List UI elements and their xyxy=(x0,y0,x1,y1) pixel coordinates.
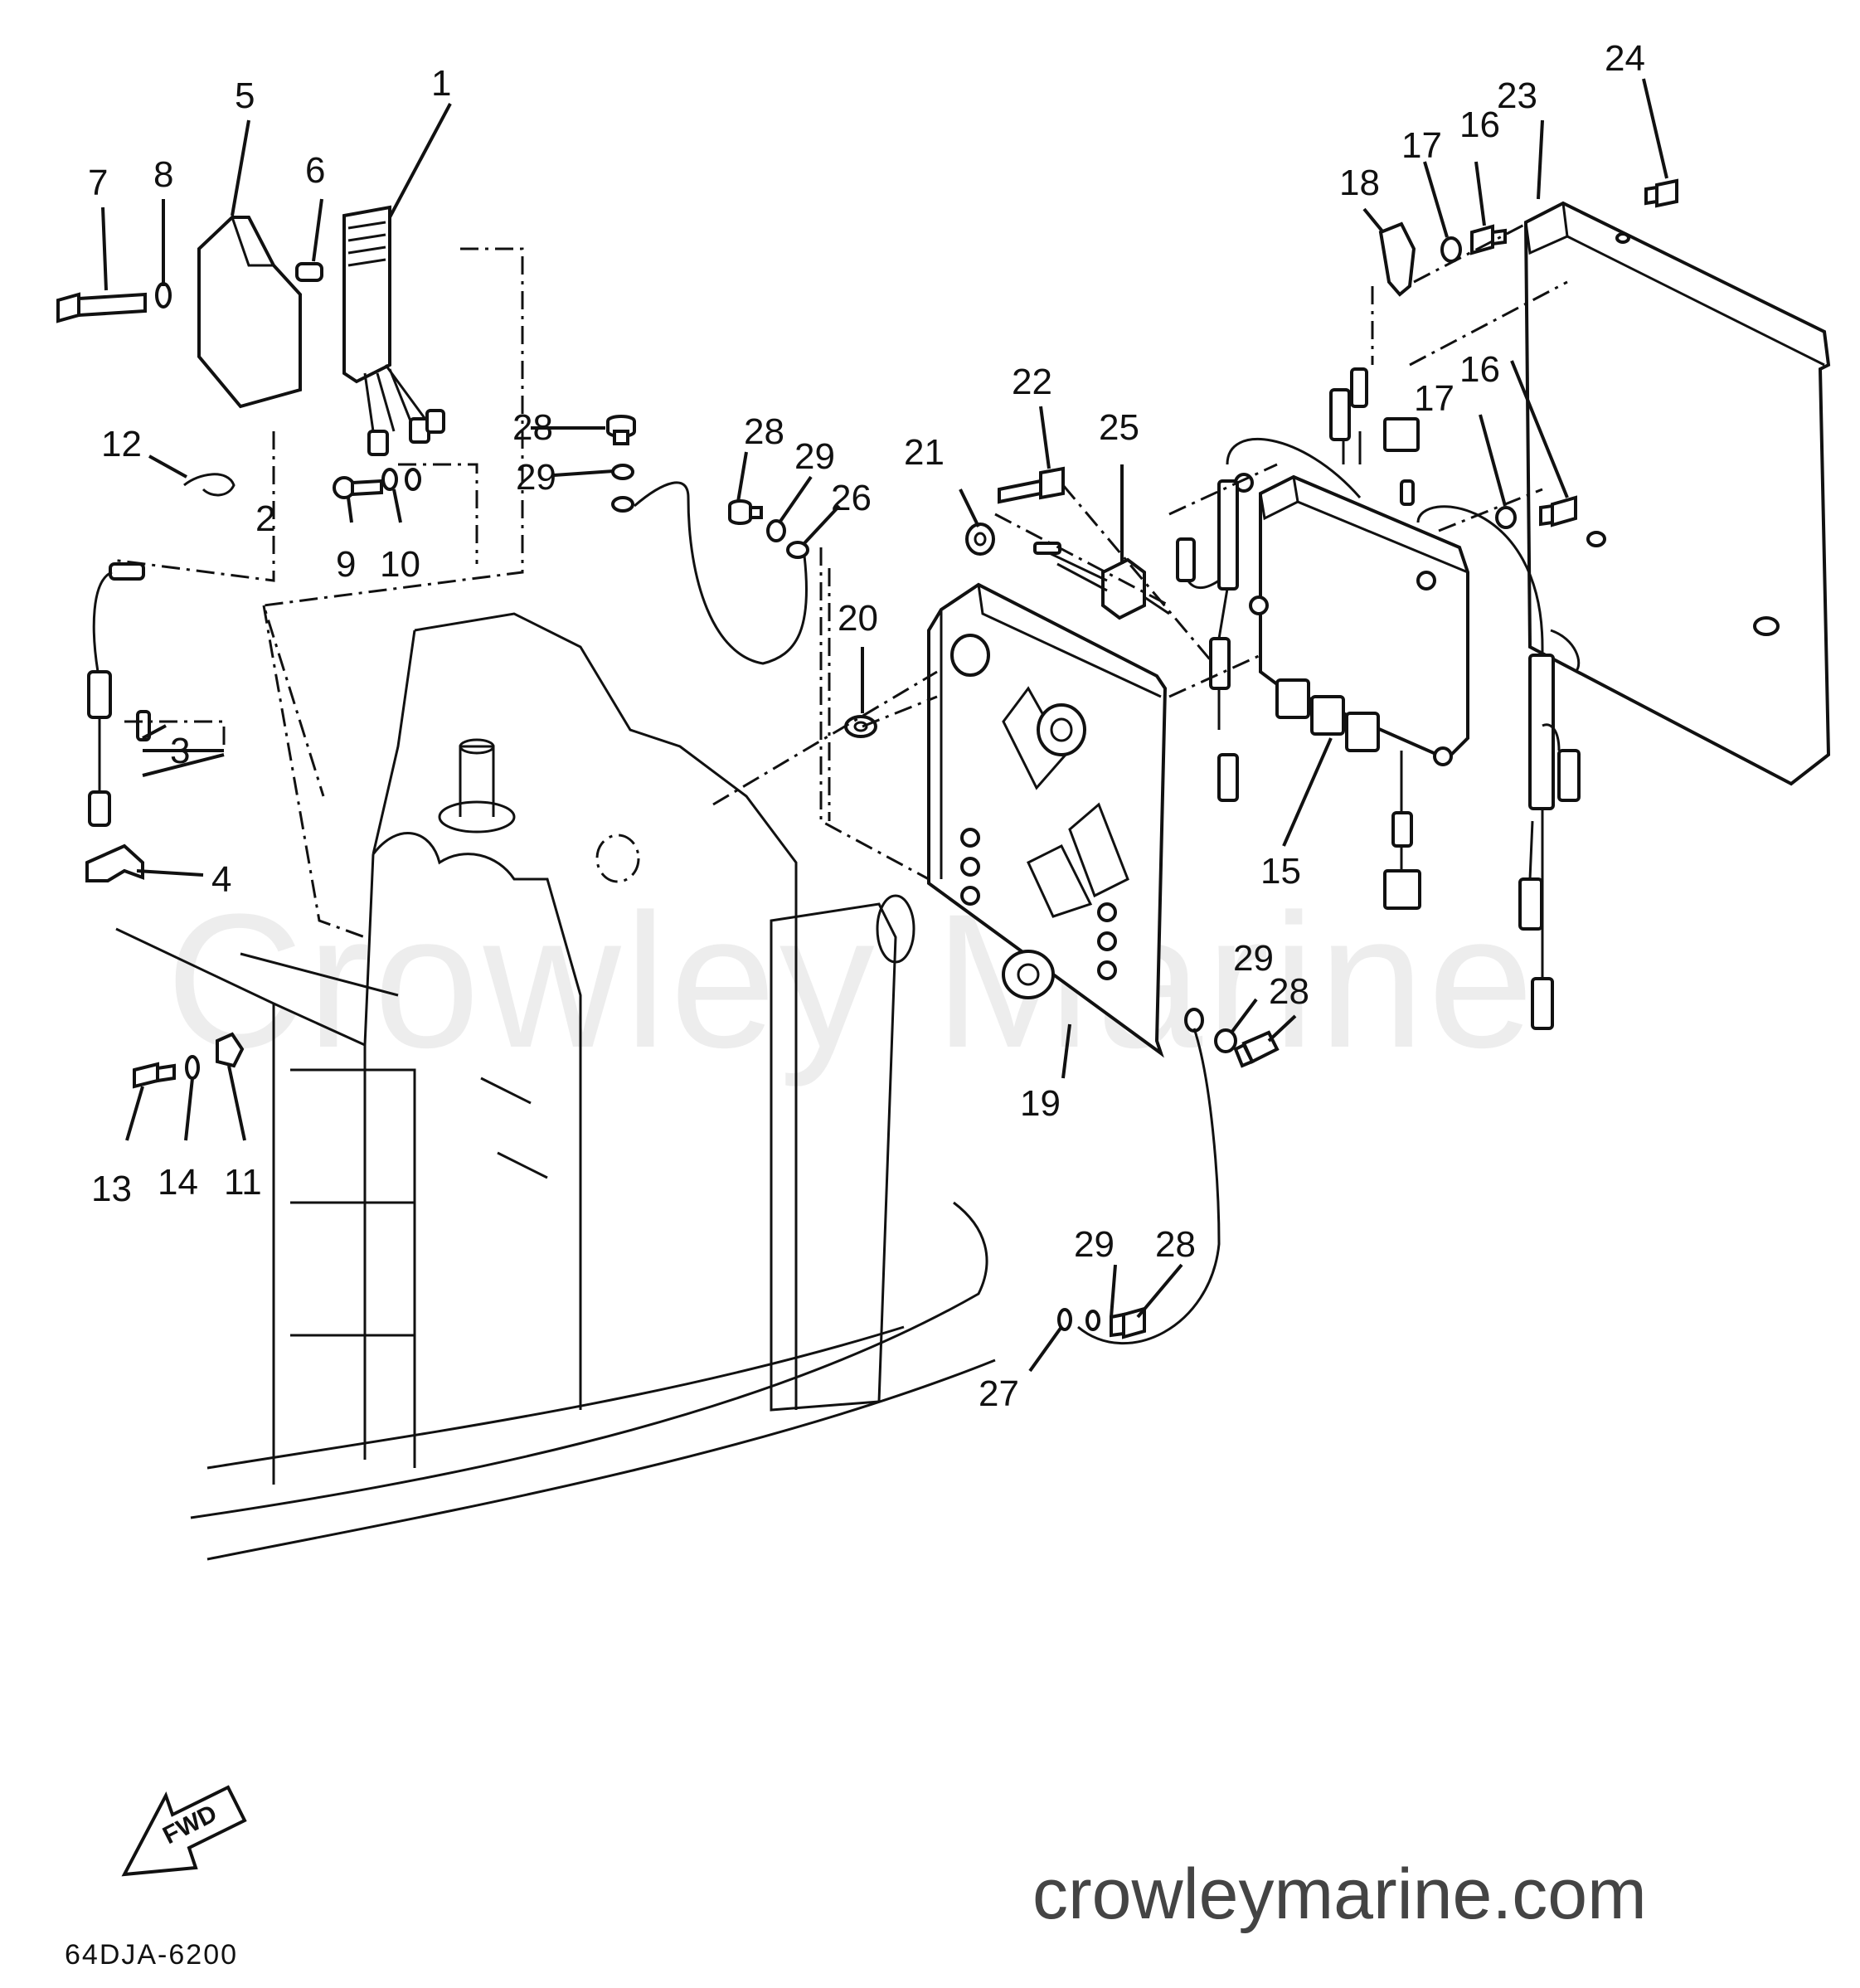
callout-24: 24 xyxy=(1605,38,1645,79)
part-21-grommet[interactable] xyxy=(965,523,995,556)
part-17-washer-lower[interactable] xyxy=(1495,506,1517,529)
callout-7: 7 xyxy=(88,163,108,203)
callout-16-upper: 16 xyxy=(1459,105,1500,145)
callout-3: 3 xyxy=(170,731,190,771)
diagram-code: 64DJA-6200 xyxy=(65,1939,239,1971)
part-2-sensor[interactable] xyxy=(87,562,145,827)
callout-25: 25 xyxy=(1099,407,1139,448)
callout-17-upper: 17 xyxy=(1401,125,1442,166)
engine-block xyxy=(115,612,996,1561)
part-6-collar[interactable] xyxy=(295,262,323,282)
callout-12: 12 xyxy=(101,424,142,464)
callout-2: 2 xyxy=(255,498,275,539)
part-29-washer-upper-mid[interactable] xyxy=(766,519,786,542)
part-16-bolt-lower[interactable] xyxy=(1539,495,1577,527)
part-13-bolt[interactable] xyxy=(133,1062,176,1089)
part-28-bolt-upper-mid[interactable] xyxy=(728,499,763,525)
callout-28-left: 28 xyxy=(512,407,553,448)
part-17-washer-upper[interactable] xyxy=(1440,236,1462,263)
callout-28-bottom: 28 xyxy=(1155,1224,1196,1265)
part-22-bolt[interactable] xyxy=(998,466,1065,504)
callout-16-lower: 16 xyxy=(1459,349,1500,390)
part-28-bolt-upper-left[interactable] xyxy=(606,415,636,445)
part-14-washer[interactable] xyxy=(185,1055,200,1080)
callout-13: 13 xyxy=(91,1169,132,1209)
part-4-clamp[interactable] xyxy=(85,843,144,882)
callout-1: 1 xyxy=(431,63,451,104)
part-15-wiring xyxy=(1176,367,1581,1030)
callout-26: 26 xyxy=(831,478,872,518)
part-10-washer[interactable] xyxy=(381,468,421,491)
callout-29-left: 29 xyxy=(516,457,556,498)
part-23-cover[interactable] xyxy=(1523,201,1831,786)
callout-6: 6 xyxy=(305,150,325,191)
callout-28-mid: 28 xyxy=(744,411,784,452)
callout-17-lower: 17 xyxy=(1414,378,1454,419)
callout-29-bottom: 29 xyxy=(1074,1224,1115,1265)
part-25-switch[interactable] xyxy=(1033,542,1170,620)
fwd-arrow-icon: FWD xyxy=(121,1785,247,1877)
callout-18: 18 xyxy=(1339,163,1380,203)
callout-4: 4 xyxy=(211,859,231,900)
callout-27: 27 xyxy=(979,1373,1019,1414)
callout-10: 10 xyxy=(380,544,420,585)
leader-lines xyxy=(101,78,1668,1373)
callout-15: 15 xyxy=(1260,851,1301,892)
part-27-washer[interactable] xyxy=(1057,1308,1072,1331)
callout-22: 22 xyxy=(1012,362,1052,402)
callout-20: 20 xyxy=(838,598,878,639)
part-5-bracket[interactable] xyxy=(197,216,302,409)
part-18-clamp[interactable] xyxy=(1378,221,1416,297)
callout-5: 5 xyxy=(235,75,255,116)
website-footer: crowleymarine.com xyxy=(1032,1854,1647,1934)
part-11-clamp[interactable] xyxy=(216,1032,245,1068)
part-29-washer-bottom[interactable] xyxy=(1085,1310,1100,1331)
callout-9: 9 xyxy=(336,544,356,585)
callout-14: 14 xyxy=(158,1162,198,1203)
part-29-washer-upper-left[interactable] xyxy=(611,464,634,513)
part-20-grommet[interactable] xyxy=(844,715,877,738)
part-16-bolt-upper[interactable] xyxy=(1470,224,1507,255)
part-24-bolt[interactable] xyxy=(1644,178,1678,208)
callout-21: 21 xyxy=(904,432,945,473)
part-26-washer[interactable] xyxy=(786,541,809,559)
part-3-pin[interactable] xyxy=(136,710,151,741)
part-19-plate[interactable] xyxy=(927,582,1168,1058)
callout-labels: 1 2 3 4 5 6 7 8 9 10 11 12 13 14 15 16 1… xyxy=(88,38,1645,1414)
part-12-clip[interactable] xyxy=(183,473,236,497)
part-8-washer[interactable] xyxy=(155,282,172,309)
part-7-bolt[interactable] xyxy=(56,292,147,323)
part-29-washer-lower-right[interactable] xyxy=(1184,1008,1237,1053)
part-9-bolt[interactable] xyxy=(333,476,383,499)
callout-28-right: 28 xyxy=(1269,971,1309,1012)
part-1-coil[interactable] xyxy=(342,205,445,456)
callout-23: 23 xyxy=(1497,75,1537,116)
part-15-cdi-unit[interactable] xyxy=(1234,473,1469,766)
callout-29-mid: 29 xyxy=(794,436,835,477)
callout-8: 8 xyxy=(153,154,173,195)
callout-19: 19 xyxy=(1020,1083,1061,1124)
callout-11: 11 xyxy=(224,1162,262,1203)
callout-29-right: 29 xyxy=(1233,938,1274,979)
